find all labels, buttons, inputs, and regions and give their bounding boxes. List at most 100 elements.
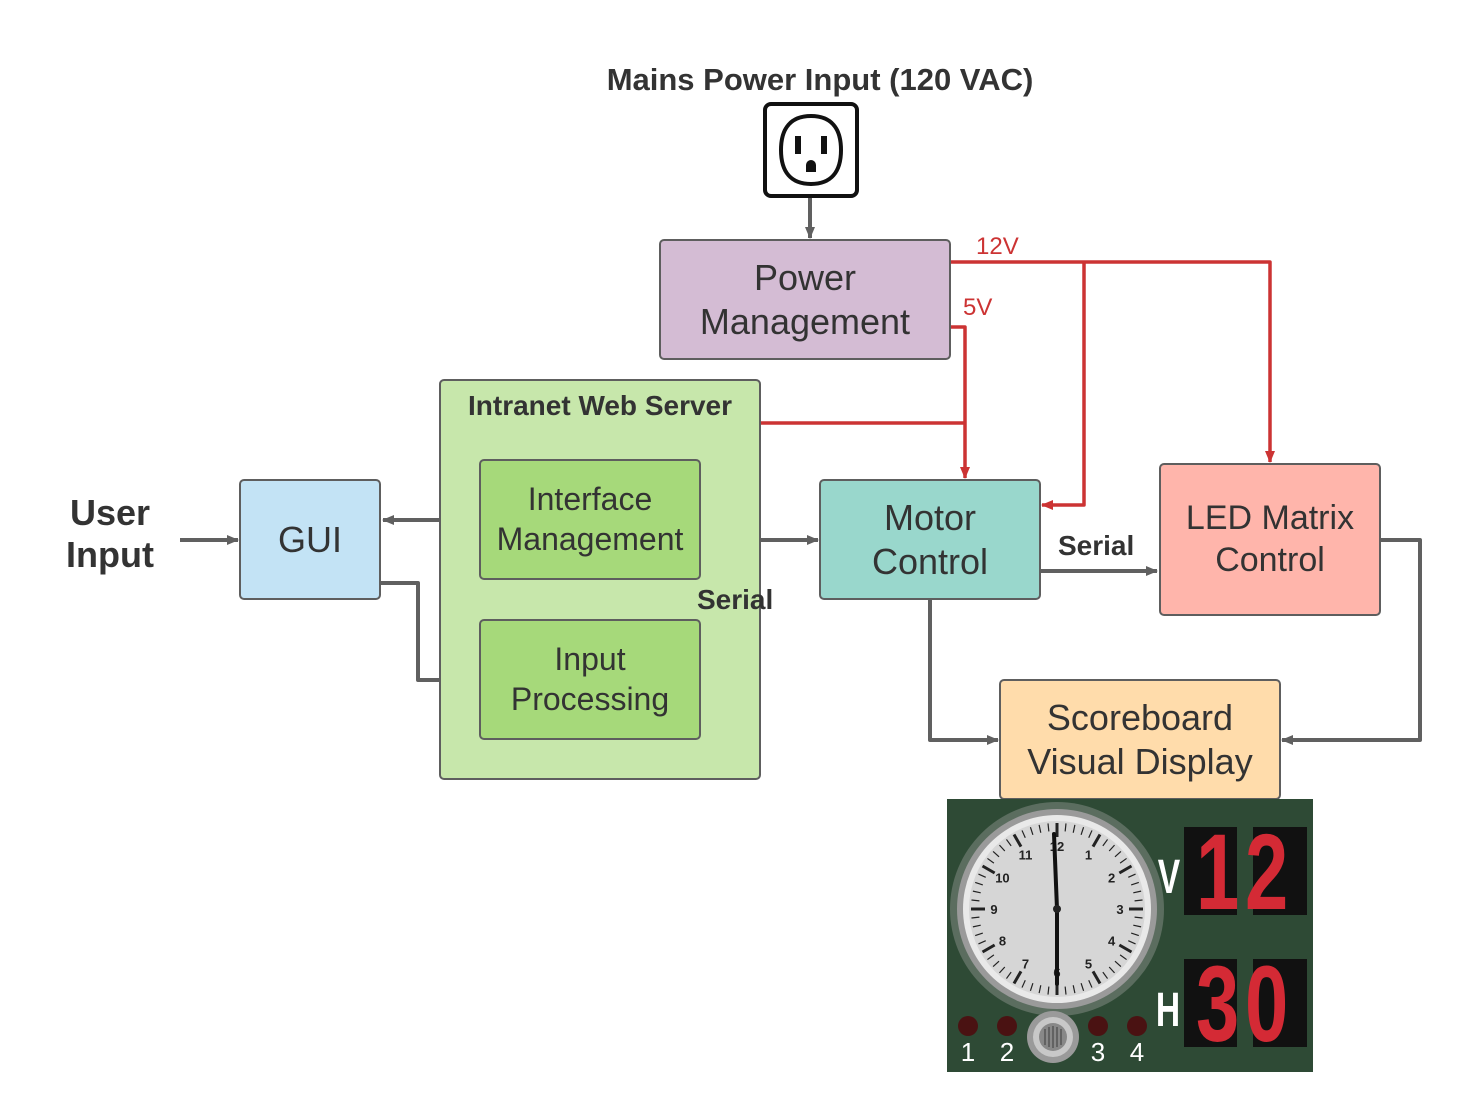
- clock-hand-hour: [1052, 832, 1059, 911]
- interface-management-line1: Interface: [527, 481, 653, 518]
- clock-tick: [1038, 985, 1042, 994]
- clock-tick: [1088, 980, 1093, 988]
- clock-tick: [1005, 971, 1012, 979]
- clock-tick: [1134, 899, 1143, 902]
- serial-label-right: Serial: [1058, 530, 1135, 561]
- motor-control-line1: Motor: [883, 496, 977, 538]
- clock-tick: [1021, 830, 1026, 838]
- clock-tick: [1080, 982, 1085, 991]
- intranet-web-server-title: Intranet Web Server: [467, 390, 733, 421]
- power-management-line1: Power: [753, 256, 857, 298]
- period-indicator-number: 4: [1130, 1037, 1144, 1067]
- scoreboard-display-line1: Scoreboard: [1046, 696, 1234, 738]
- motor-control-block: Motor Control: [819, 479, 1041, 600]
- motor-control-line2: Control: [871, 540, 989, 582]
- user-input-label: User Input: [40, 492, 180, 577]
- clock-tick: [1012, 833, 1023, 848]
- user-input-line2: Input: [66, 534, 154, 576]
- clock-tick: [1047, 986, 1050, 995]
- gui-block: GUI: [239, 479, 381, 600]
- led-matrix-control-line1: LED Matrix: [1185, 499, 1355, 538]
- clock-tick: [971, 916, 980, 919]
- clock-tick: [972, 890, 981, 894]
- clock-number: 10: [995, 871, 1009, 886]
- clock-tick: [1021, 980, 1026, 988]
- clock-tick: [1133, 924, 1142, 928]
- scoreboard-visual-display-block: Scoreboard Visual Display: [999, 679, 1281, 800]
- visitor-score: 12: [1196, 811, 1294, 932]
- clock-number: 7: [1022, 957, 1029, 972]
- clock-tick: [1064, 986, 1067, 995]
- led-matrix-control-block: LED Matrix Control: [1159, 463, 1381, 616]
- power-management-line2: Management: [699, 300, 911, 342]
- clock-tick: [978, 940, 986, 945]
- clock-number: 5: [1085, 957, 1092, 972]
- clock-tick: [1029, 827, 1034, 836]
- mains-power-title: Mains Power Input (120 VAC): [606, 62, 1034, 97]
- clock-tick: [1133, 890, 1142, 894]
- period-indicator-number: 1: [961, 1037, 975, 1067]
- clock-tick: [999, 966, 1006, 974]
- input-processing-line1: Input: [554, 641, 626, 678]
- clock-tick: [1130, 881, 1139, 886]
- period-indicator-light: [1088, 1016, 1108, 1036]
- clock-number: 2: [1108, 871, 1115, 886]
- clock-face: 121234567891011: [950, 802, 1164, 1016]
- serial-label-left: Serial: [697, 584, 774, 615]
- home-letter: H: [1156, 982, 1180, 1036]
- user-input-line1: User: [69, 492, 151, 533]
- 12v-label: 12V: [976, 233, 1019, 260]
- clock-tick: [987, 954, 995, 961]
- 12v-to-motor-wire: [1041, 262, 1086, 510]
- clock-tick: [1130, 932, 1139, 937]
- clock-tick: [1108, 966, 1115, 974]
- 5v-to-motor-wire: [950, 325, 970, 479]
- clock-tick: [1114, 851, 1122, 858]
- horn-icon: [1027, 1011, 1079, 1063]
- interface-management-line2: Management: [496, 520, 684, 557]
- clock-tick: [1047, 823, 1050, 832]
- led-matrix-control-line2: Control: [1215, 540, 1325, 579]
- clock-tick: [1091, 833, 1102, 848]
- clock-tick: [1102, 839, 1109, 847]
- clock-number: 8: [999, 934, 1006, 949]
- clock-tick: [1118, 864, 1133, 875]
- clock-tick: [1128, 940, 1136, 945]
- clock-tick: [1012, 970, 1023, 985]
- clock-number: 4: [1108, 934, 1116, 949]
- period-indicator-light: [958, 1016, 978, 1036]
- clock-tick: [1134, 916, 1143, 919]
- clock-tick: [987, 857, 995, 864]
- clock-tick: [981, 864, 996, 875]
- clock-tick: [1088, 830, 1093, 838]
- clock-number: 1: [1085, 847, 1092, 862]
- period-indicator-light: [997, 1016, 1017, 1036]
- clock-number: 9: [990, 902, 997, 917]
- period-indicator-light: [1127, 1016, 1147, 1036]
- clock-tick: [1064, 823, 1067, 832]
- 5v-label: 5V: [963, 294, 993, 321]
- period-indicator-number: 3: [1091, 1037, 1105, 1067]
- input-processing-block: Input Processing: [479, 619, 701, 740]
- home-score: 30: [1196, 943, 1294, 1064]
- clock-tick: [1091, 970, 1102, 985]
- clock-tick: [1114, 960, 1122, 967]
- clock-tick: [975, 932, 984, 937]
- clock-tick: [992, 960, 1000, 967]
- clock-tick: [975, 881, 984, 886]
- clock-tick: [1080, 827, 1085, 836]
- interface-management-block: Interface Management: [479, 459, 701, 580]
- scoreboard-display-line2: Visual Display: [1027, 740, 1253, 782]
- clock-tick: [1119, 857, 1127, 864]
- power-outlet-icon: [763, 102, 859, 198]
- clock-number: 11: [1019, 847, 1033, 862]
- input-processing-line2: Processing: [510, 680, 670, 717]
- clock-tick: [1102, 971, 1109, 979]
- clock-tick: [1005, 839, 1012, 847]
- clock-tick: [971, 899, 980, 902]
- clock-tick: [999, 844, 1006, 852]
- clock-tick: [1029, 982, 1034, 991]
- clock-tick: [1072, 985, 1076, 994]
